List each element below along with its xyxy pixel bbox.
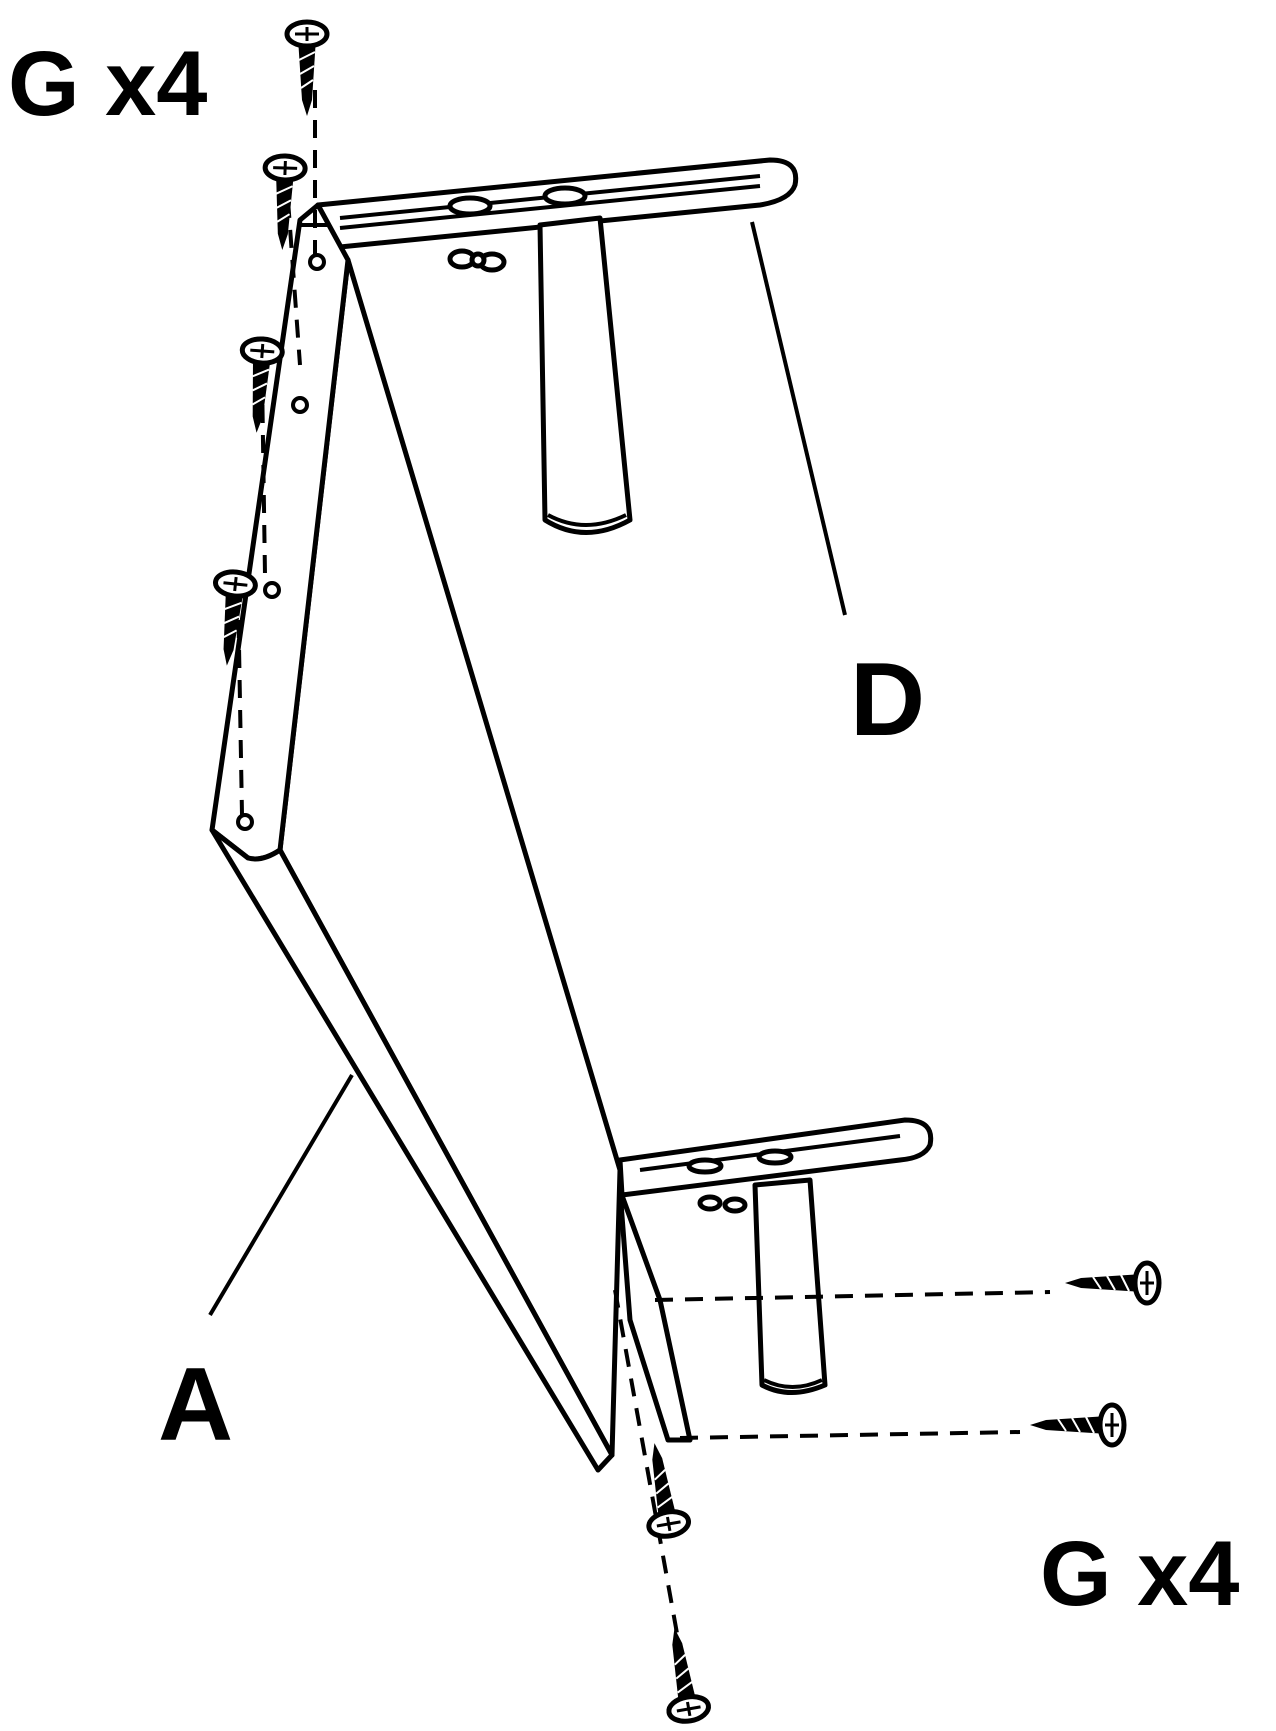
- part-label-a: A: [158, 1347, 233, 1463]
- leader-lines: [208, 221, 847, 1317]
- quantity-label-bottom: G x4: [1040, 1523, 1239, 1625]
- screw-top-1: [287, 22, 327, 116]
- screw-bottom-2: [655, 1625, 711, 1725]
- screw-right-2: [1030, 1405, 1124, 1445]
- part-d-bottom-bracket: [617, 1117, 934, 1443]
- part-label-d: D: [850, 642, 925, 758]
- quantity-label-top: G x4: [8, 33, 207, 135]
- part-a-frame: [209, 202, 623, 1473]
- screw-holes: [236, 253, 326, 831]
- screw-right-1: [1065, 1263, 1159, 1303]
- part-d-top-bracket: [315, 157, 799, 535]
